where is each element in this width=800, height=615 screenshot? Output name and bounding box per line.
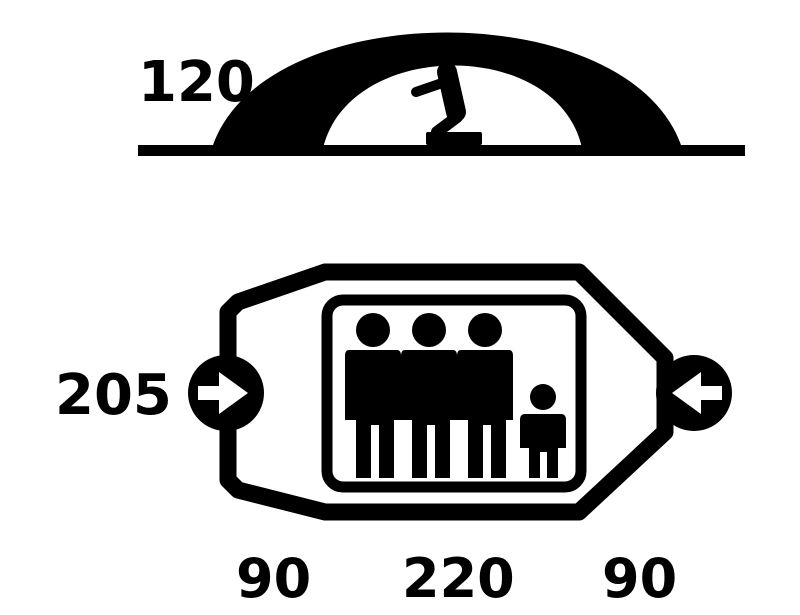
- tent-dome: [212, 32, 682, 148]
- person-head: [431, 36, 459, 64]
- person-leg: [431, 111, 463, 138]
- vestibule-right-length-label: 90: [602, 547, 678, 610]
- person-arm: [411, 77, 450, 97]
- inner-tent: [321, 294, 587, 493]
- vestibule-left-length-label: 90: [236, 547, 312, 610]
- width-label: 205: [55, 363, 172, 428]
- inner-tent-length-label: 220: [402, 547, 515, 610]
- entrance-arrow-right-icon: [188, 355, 264, 431]
- person-back: [437, 62, 466, 122]
- adult-person-icon: [345, 313, 401, 478]
- adult-person-icon: [401, 313, 457, 478]
- ground-line: [138, 145, 745, 156]
- seated-person-icon: [411, 36, 482, 145]
- height-label: 120: [138, 50, 255, 115]
- child-person-icon: [520, 384, 566, 478]
- entrance-arrow-left-icon: [656, 355, 732, 431]
- tent-floor-plan-icon: [219, 263, 674, 521]
- person-seat: [426, 132, 482, 145]
- tent-side-profile-icon: [138, 32, 745, 156]
- outer-outline: [219, 263, 674, 521]
- adult-person-icon: [457, 313, 513, 478]
